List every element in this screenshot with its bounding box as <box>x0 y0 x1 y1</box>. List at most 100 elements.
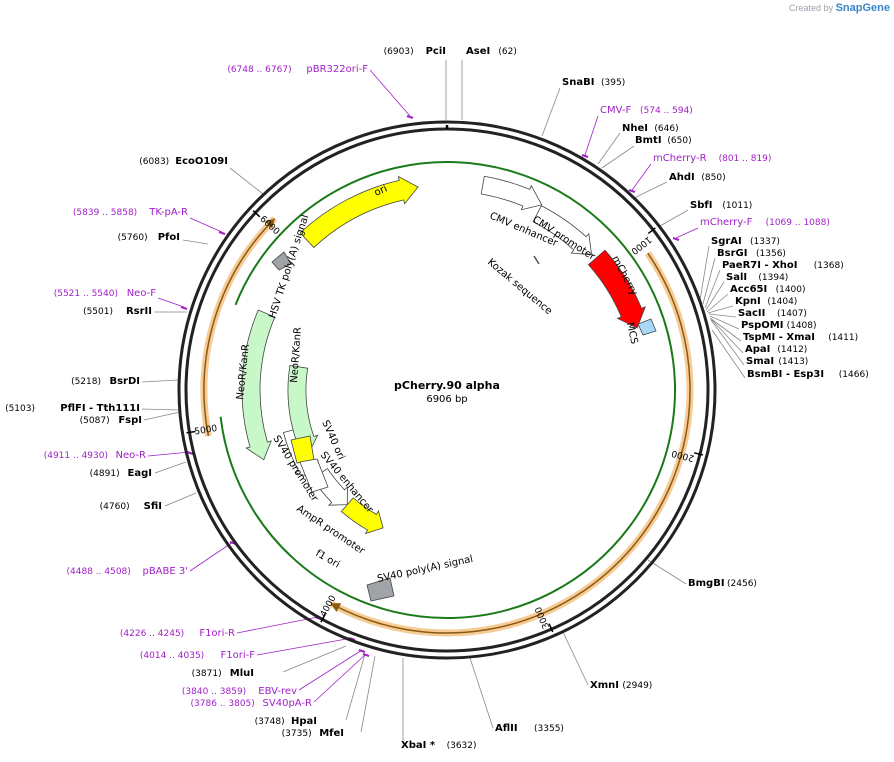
enzyme-name: PflFI - Tth111I <box>60 403 140 414</box>
backbone-outer <box>177 120 717 660</box>
enzyme-name: XbaI * <box>401 740 436 751</box>
enzyme-name: SfiI <box>144 501 162 512</box>
cmv-promoter-arrow <box>532 205 593 256</box>
primer-name: mCherry-F <box>700 217 753 228</box>
enzyme-name: MfeI <box>319 728 344 739</box>
primer-leader <box>236 616 319 634</box>
primer-range: (5521 .. 5540) <box>54 289 118 299</box>
tick-label: 5000 <box>194 424 218 438</box>
primer-range: (4488 .. 4508) <box>67 567 131 577</box>
enzyme-name: EcoO109I <box>175 156 228 167</box>
feature-label-f1-ori: f1 ori <box>314 548 342 571</box>
mcherry-arrow <box>587 249 646 329</box>
enzyme-position: (1356) <box>756 249 786 259</box>
enzyme-leader <box>182 239 209 245</box>
enzyme-leader <box>699 245 710 301</box>
primer-range: (5839 .. 5858) <box>73 208 137 218</box>
enzyme-leader <box>704 269 721 309</box>
enzyme-position: (395) <box>601 78 625 88</box>
tick-mark <box>693 452 704 456</box>
enzyme-position: (1466) <box>839 370 869 380</box>
backbone-rings <box>177 120 717 660</box>
enzyme-name: PfoI <box>158 232 180 243</box>
enzyme-name: BsrGI <box>717 248 747 259</box>
enzyme-leader <box>707 305 734 314</box>
primer-leader <box>313 653 367 703</box>
enzyme-position: (4760) <box>100 502 130 512</box>
enzyme-position: (5087) <box>80 416 110 426</box>
enzyme-leader <box>633 181 668 199</box>
primer-mark <box>186 451 194 455</box>
enzyme-position: (646) <box>654 124 678 134</box>
enzyme-leader <box>229 167 264 195</box>
enzyme-leader <box>154 461 187 474</box>
feature-label-mcs: MCS <box>624 321 639 345</box>
orf-arc-line <box>203 218 276 437</box>
primer-name: pBR322ori-F <box>306 64 368 75</box>
tick-mark <box>186 430 196 434</box>
mcs-box <box>637 318 657 336</box>
enzyme-leader <box>143 411 181 421</box>
enzyme-leader <box>141 408 181 411</box>
enzyme-position: (3871) <box>192 669 222 679</box>
enzyme-name: NheI <box>622 123 648 134</box>
primer-range: (3840 .. 3859) <box>182 687 246 697</box>
enzyme-name: PciI <box>426 46 446 57</box>
snapgene-credit: Created by SnapGene <box>789 2 890 14</box>
enzyme-name: SnaBI <box>562 77 594 88</box>
plasmid-name: pCherry.90 alpha <box>394 379 500 392</box>
enzyme-leader <box>469 657 494 729</box>
primer-name: mCherry-R <box>653 153 707 164</box>
enzyme-position: (850) <box>701 173 725 183</box>
primer-range: (4226 .. 4245) <box>120 629 184 639</box>
enzyme-position: (6903) <box>384 47 414 57</box>
enzyme-name: AflII <box>495 723 518 734</box>
primer-name: Neo-R <box>116 450 147 461</box>
primer-mark <box>362 653 370 657</box>
primer-range: (3786 .. 3805) <box>191 699 255 709</box>
primer-name: F1ori-F <box>221 650 256 661</box>
enzyme-position: (3735) <box>282 729 312 739</box>
enzyme-name: AhdI <box>669 172 695 183</box>
primer-mark <box>581 154 589 158</box>
orf-arrowhead <box>330 603 342 613</box>
enzyme-leader <box>562 631 589 686</box>
leader-lines <box>141 60 746 744</box>
primer-leader <box>189 217 223 233</box>
primer-leader <box>298 649 363 691</box>
primer-range: (4014 .. 4035) <box>140 651 204 661</box>
primer-mark <box>358 649 366 653</box>
enzyme-name: BmgBI <box>688 578 725 589</box>
enzyme-name: SalI <box>726 272 747 283</box>
primer-range: (1069 .. 1088) <box>766 218 830 228</box>
sv40-enhancer-box <box>299 458 329 493</box>
primer-mark <box>628 189 636 193</box>
enzyme-leader <box>710 318 744 354</box>
cmv-enhancer-arrow <box>480 175 543 211</box>
primer-name: EBV-rev <box>258 686 297 697</box>
enzyme-name: BmtI <box>635 135 662 146</box>
neor-outer-arrow <box>241 309 276 461</box>
primer-range: (4911 .. 4930) <box>44 451 108 461</box>
primer-leader <box>256 637 353 656</box>
enzyme-name: ApaI <box>745 344 770 355</box>
enzyme-name: FspI <box>118 415 142 426</box>
enzyme-position: (3355) <box>534 724 564 734</box>
enzyme-leader <box>541 87 561 137</box>
snapgene-logo: SnapGene <box>835 2 890 14</box>
enzyme-position: (1407) <box>777 309 807 319</box>
enzyme-name: Acc65I <box>730 284 767 295</box>
enzyme-name: MluI <box>230 668 254 679</box>
primer-leader <box>369 69 411 117</box>
enzyme-name: RsrII <box>126 306 152 317</box>
enzyme-position: (650) <box>667 136 691 146</box>
enzyme-leader <box>711 329 746 379</box>
primer-leader <box>631 163 652 191</box>
enzyme-position: (1400) <box>776 285 806 295</box>
hsv-tk-polya-box <box>271 251 292 271</box>
primer-name: pBABE 3' <box>142 566 188 577</box>
enzyme-leader <box>164 492 197 507</box>
enzyme-position: (3748) <box>255 717 285 727</box>
